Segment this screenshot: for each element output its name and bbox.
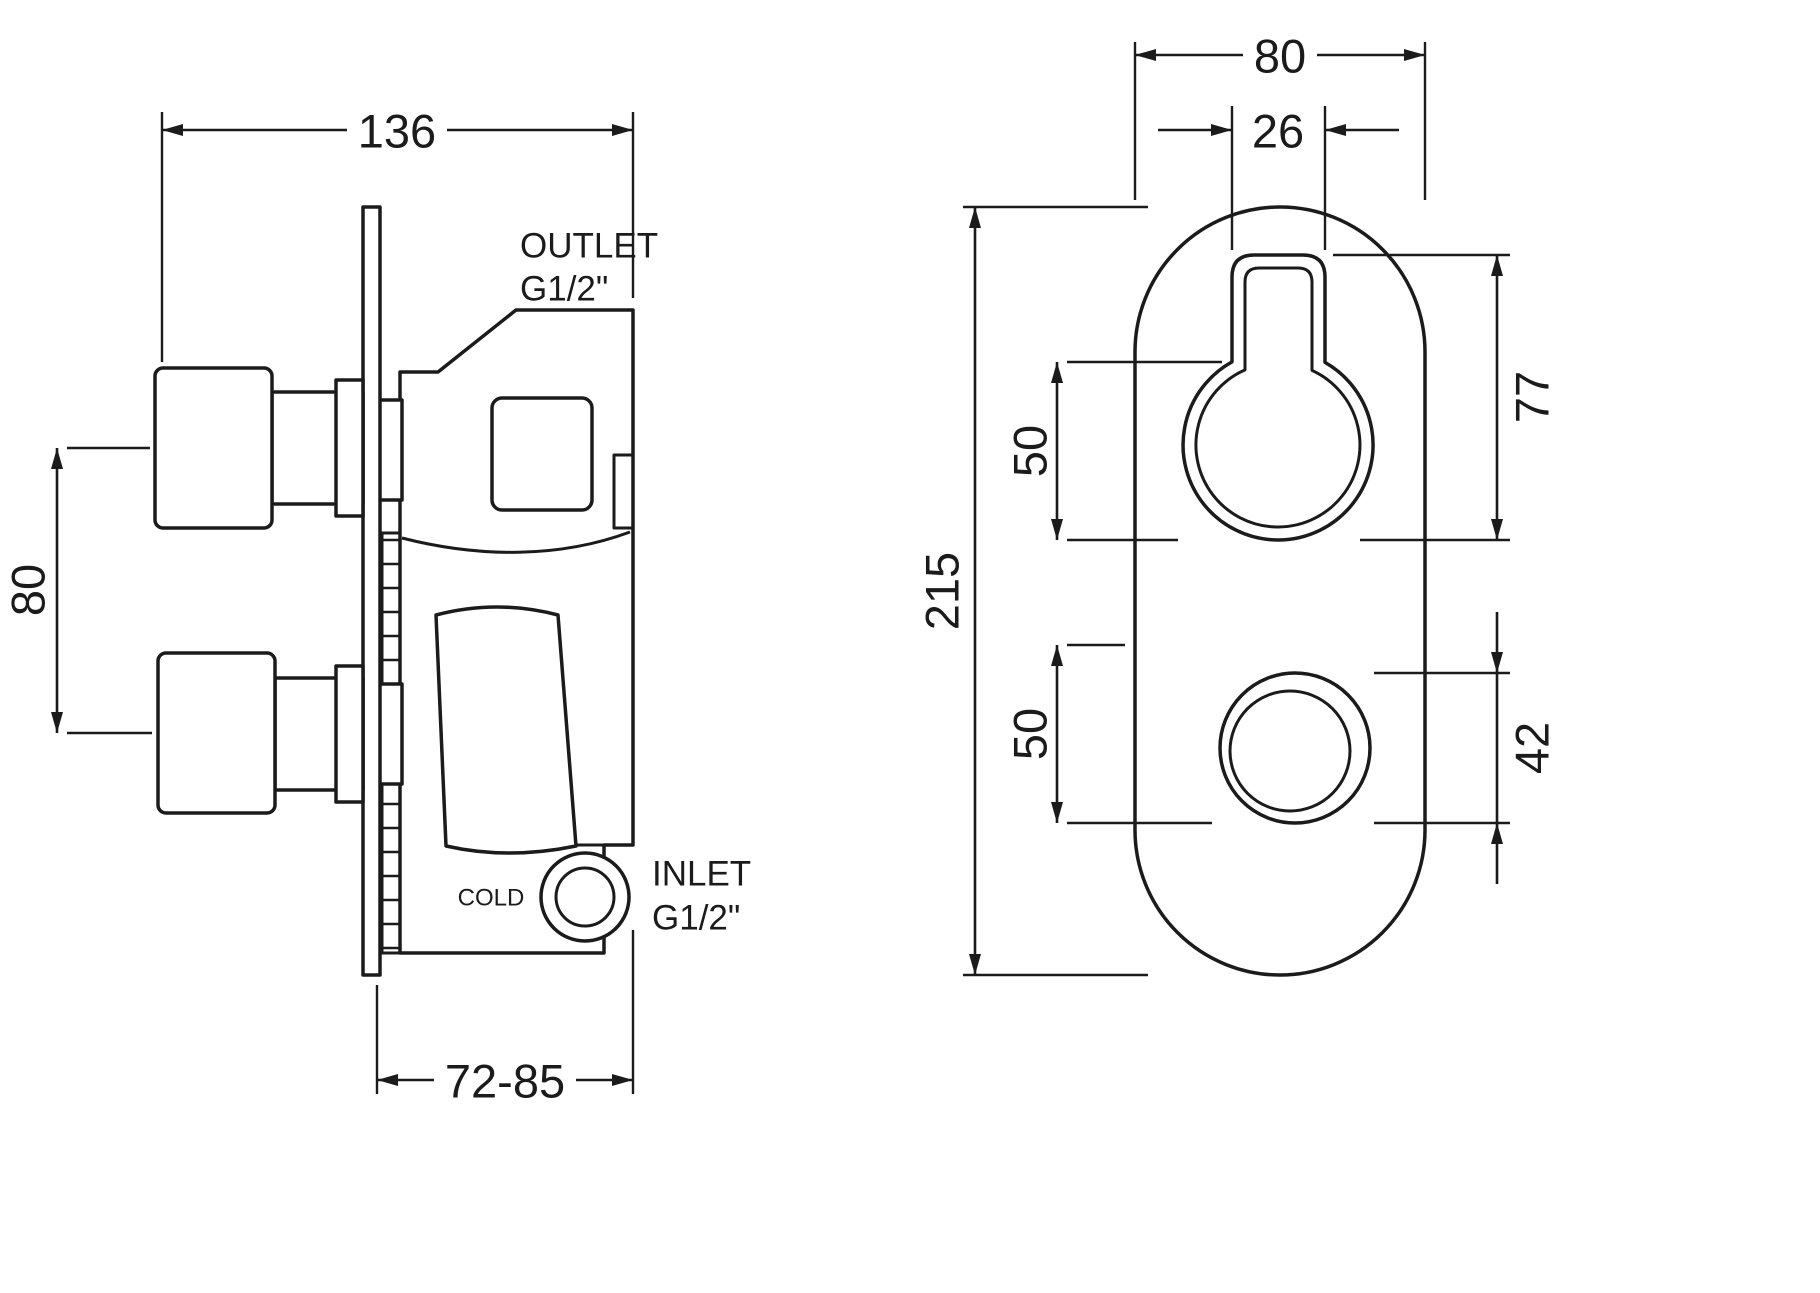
wall-plate-side bbox=[361, 205, 382, 977]
inlet-thread-label: G1/2" bbox=[652, 899, 740, 938]
inlet-label: INLET bbox=[652, 855, 751, 894]
dim-top-offset-value: 50 bbox=[1004, 425, 1057, 477]
top-control-lever-outer bbox=[1181, 253, 1375, 542]
dimension-depth-72-85: 72-85 bbox=[375, 930, 635, 1108]
bottom-control-inner bbox=[1228, 689, 1352, 813]
dimension-bottom-offset-50: 50 bbox=[1004, 643, 1212, 825]
dimension-lever-width-26: 26 bbox=[1158, 105, 1399, 250]
top-handle-knob bbox=[153, 366, 274, 530]
dimension-plate-height-215: 215 bbox=[916, 205, 1148, 977]
dim-depth-value: 72-85 bbox=[445, 1055, 565, 1108]
dim-bottom-control-value: 42 bbox=[1506, 722, 1559, 774]
cartridge-funnel bbox=[434, 605, 578, 855]
bottom-control-outer bbox=[1218, 671, 1372, 825]
dim-handle-spacing-value: 80 bbox=[2, 564, 55, 616]
dim-lever-width-value: 26 bbox=[1252, 105, 1304, 158]
dim-bottom-offset-value: 50 bbox=[1004, 708, 1057, 760]
dimension-width-136: 136 bbox=[160, 104, 635, 362]
top-control-lever-inner bbox=[1194, 266, 1362, 529]
outlet-label: OUTLET bbox=[520, 227, 658, 266]
dim-plate-height-value: 215 bbox=[916, 552, 969, 630]
dimension-top-control-77: 77 bbox=[1333, 253, 1559, 542]
outlet-port bbox=[490, 396, 594, 512]
top-handle-flange bbox=[334, 378, 365, 518]
front-view: 80 26 215 50 50 bbox=[916, 29, 1559, 977]
top-spindle bbox=[376, 398, 404, 502]
dim-plate-width-value: 80 bbox=[1254, 30, 1306, 83]
outlet-thread-label: G1/2" bbox=[520, 270, 608, 309]
dimension-top-offset-50: 50 bbox=[1004, 360, 1222, 542]
body-notch bbox=[612, 453, 633, 530]
bottom-handle-knob bbox=[156, 651, 277, 815]
body-curve bbox=[401, 530, 631, 554]
inlet-port-inner bbox=[554, 866, 616, 928]
dimension-bottom-control-42: 42 bbox=[1374, 612, 1559, 884]
bottom-handle-flange bbox=[334, 664, 365, 804]
dimension-handle-spacing-80: 80 bbox=[2, 446, 152, 735]
inlet-port-outer bbox=[539, 851, 631, 943]
cold-label: COLD bbox=[458, 885, 525, 912]
dimension-plate-width-80: 80 bbox=[1133, 29, 1427, 200]
dim-top-control-value: 77 bbox=[1506, 371, 1559, 423]
dim-width-value: 136 bbox=[358, 105, 436, 158]
side-view: COLD OUTLET G1/2" INLET G1/2" 136 80 72-… bbox=[2, 104, 751, 1108]
